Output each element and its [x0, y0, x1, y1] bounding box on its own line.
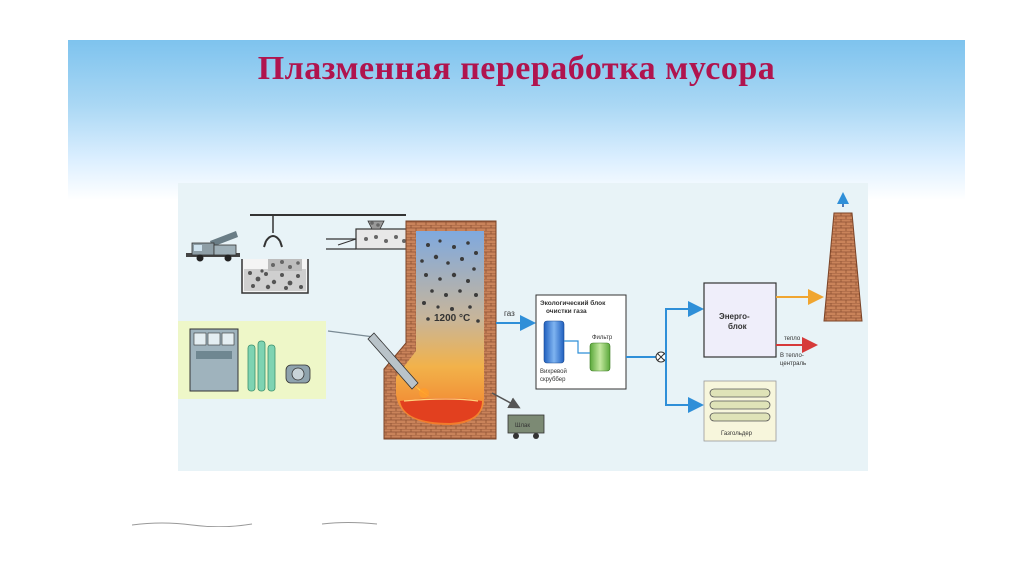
bottom-scribble	[131, 514, 382, 528]
temperature-label: 1200 °C	[434, 313, 470, 324]
plasma-process-diagram: 1200 °C	[178, 183, 868, 471]
feed-conveyor	[326, 220, 413, 250]
eco-gas-cleaning-block	[535, 294, 627, 390]
gasholder	[703, 380, 777, 442]
slag-cart	[507, 414, 545, 439]
control-power-unit	[178, 321, 326, 399]
energy-block-label-2: блок	[728, 322, 748, 331]
crane-grab-icon	[250, 214, 406, 248]
waste-bunker	[241, 259, 309, 294]
scrubber-label-2: скруббер	[540, 377, 566, 383]
plasma-torch-icon	[327, 330, 430, 398]
slag-label: Шлак	[515, 423, 530, 429]
eco-block-subtitle: очистки газа	[546, 308, 587, 315]
energy-block	[703, 282, 777, 358]
filter-label: Фильтр	[592, 335, 613, 341]
slide-title: Плазменная переработка мусора	[257, 50, 776, 87]
energy-block-label-1: Энерго-	[719, 312, 750, 321]
dump-truck-icon	[186, 231, 240, 262]
title-banner	[68, 40, 965, 200]
heat-destination-2: централь	[780, 361, 806, 367]
heat-label: тепло	[784, 336, 801, 342]
valve-icon	[655, 351, 667, 363]
gasholder-label: Газгольдер	[721, 431, 753, 437]
gas-label: газ	[504, 309, 515, 318]
eco-block-title: Экологический блок	[540, 299, 606, 307]
scrubber-label-1: Вихревой	[540, 368, 567, 375]
chimney-stack	[823, 192, 863, 322]
heat-destination-1: В тепло-	[780, 353, 804, 359]
